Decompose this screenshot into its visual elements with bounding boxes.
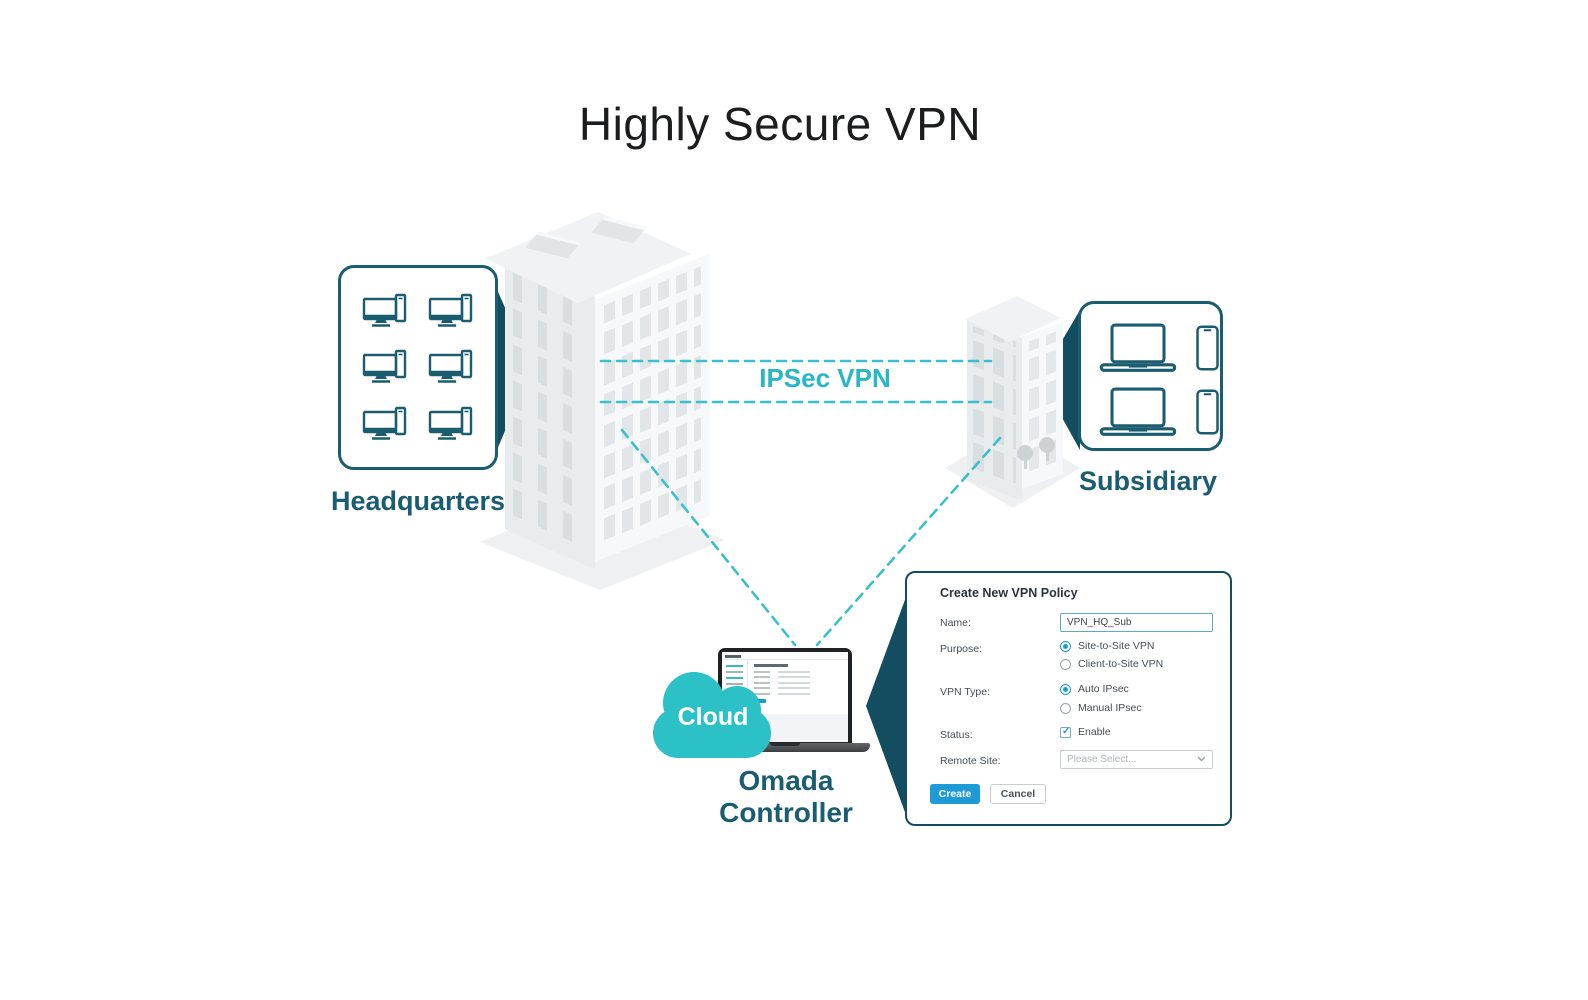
cloud-icon: Cloud bbox=[653, 670, 773, 758]
subsidiary-label: Subsidiary bbox=[1078, 466, 1218, 496]
radio-client-to-site-vpn[interactable]: Client-to-Site VPN bbox=[1060, 658, 1163, 670]
radio-label: Auto IPsec bbox=[1078, 683, 1129, 695]
radio-auto-ipsec[interactable]: Auto IPsec bbox=[1060, 683, 1129, 695]
desktop-computer-icon bbox=[362, 349, 409, 385]
radio-button-icon[interactable] bbox=[1060, 683, 1071, 695]
headquarters-label: Headquarters bbox=[330, 486, 506, 516]
desktop-computer-icon bbox=[428, 349, 475, 385]
name-field-label: Name: bbox=[940, 617, 971, 629]
select-placeholder: Please Select... bbox=[1067, 754, 1137, 765]
omada-controller-label-line2: Controller bbox=[719, 797, 853, 828]
purpose-field-label: Purpose: bbox=[940, 643, 983, 655]
status-field-label: Status: bbox=[940, 729, 973, 741]
cancel-button[interactable]: Cancel bbox=[990, 784, 1046, 804]
radio-button-icon[interactable] bbox=[1060, 702, 1071, 714]
headquarters-devices-box bbox=[338, 265, 498, 470]
radio-button-icon[interactable] bbox=[1060, 658, 1071, 670]
create-button[interactable]: Create bbox=[930, 784, 980, 804]
radio-label: Client-to-Site VPN bbox=[1078, 658, 1164, 670]
laptop-base bbox=[700, 743, 870, 752]
tree-icon bbox=[1017, 445, 1033, 469]
radio-label: Manual IPsec bbox=[1078, 702, 1142, 714]
radio-label: Site-to-Site VPN bbox=[1078, 640, 1155, 652]
page-title: Highly Secure VPN bbox=[578, 98, 982, 150]
desktop-computer-icon bbox=[362, 406, 409, 442]
omada-controller-label: Omada Controller bbox=[676, 765, 896, 829]
laptop-icon bbox=[1098, 386, 1178, 438]
desktop-computer-icon bbox=[362, 293, 409, 329]
chevron-down-icon bbox=[1197, 754, 1206, 765]
desktop-computer-icon bbox=[428, 293, 475, 329]
radio-manual-ipsec[interactable]: Manual IPsec bbox=[1060, 702, 1142, 714]
remote-site-field-label: Remote Site: bbox=[940, 755, 1001, 767]
remote-site-select[interactable]: Please Select... bbox=[1060, 750, 1213, 769]
desktop-computer-icon bbox=[428, 406, 475, 442]
smartphone-icon bbox=[1195, 388, 1220, 436]
laptop-icon bbox=[1098, 322, 1178, 374]
checkbox-label: Enable bbox=[1078, 726, 1111, 738]
vpn-type-field-label: VPN Type: bbox=[940, 686, 990, 698]
ipsec-vpn-label: IPSec VPN bbox=[759, 363, 891, 393]
enable-checkbox-row[interactable]: Enable bbox=[1060, 726, 1111, 738]
smartphone-icon bbox=[1195, 324, 1220, 372]
create-vpn-policy-dialog: Create New VPN Policy Name: Purpose: Sit… bbox=[905, 571, 1232, 826]
laptop-notch bbox=[770, 743, 800, 746]
cloud-label: Cloud bbox=[677, 703, 749, 731]
omada-controller-label-line1: Omada bbox=[738, 765, 834, 796]
dialog-pointer-shape bbox=[864, 595, 908, 817]
radio-button-icon[interactable] bbox=[1060, 640, 1071, 652]
dialog-title: Create New VPN Policy bbox=[940, 586, 1078, 600]
checkbox-icon[interactable] bbox=[1060, 726, 1071, 738]
radio-site-to-site-vpn[interactable]: Site-to-Site VPN bbox=[1060, 640, 1154, 652]
subsidiary-pointer-shape bbox=[1040, 308, 1082, 452]
name-input[interactable] bbox=[1060, 613, 1213, 632]
subsidiary-devices-box bbox=[1078, 301, 1223, 451]
